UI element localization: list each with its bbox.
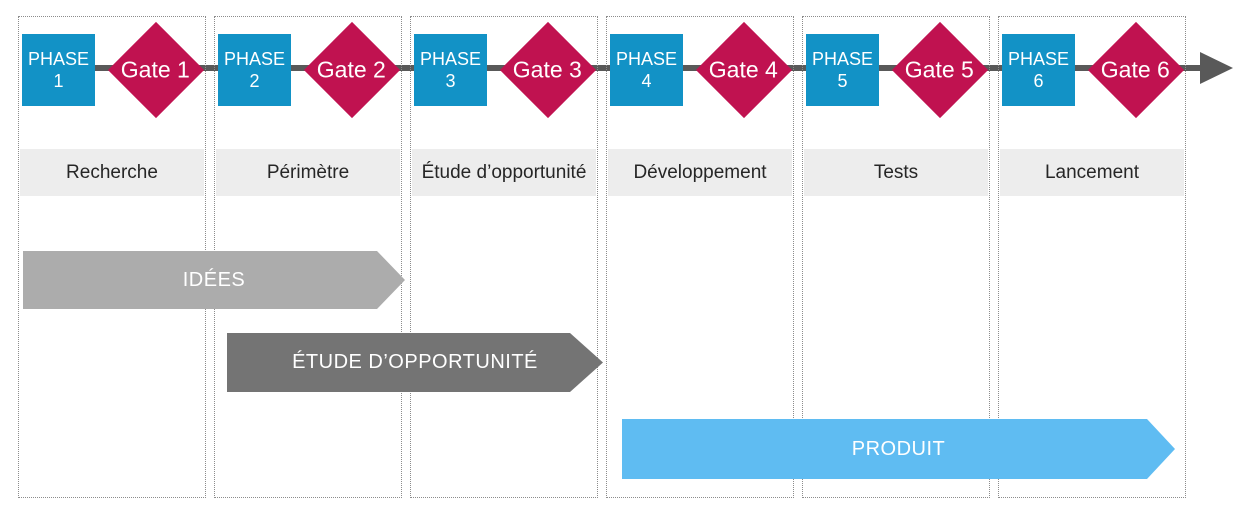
phase-word: PHASE xyxy=(223,49,286,69)
stage-label-band: Tests xyxy=(804,149,988,196)
gate-label: Gate 5 xyxy=(905,56,975,83)
stage-label-band: Développement xyxy=(608,149,792,196)
gate-label: Gate 4 xyxy=(709,56,779,83)
gate-diamond-4: Gate 4 xyxy=(695,21,793,119)
phase-word: PHASE xyxy=(419,49,482,69)
phase-number: 2 xyxy=(249,71,260,91)
gate-label: Gate 6 xyxy=(1101,56,1171,83)
gate-label: Gate 2 xyxy=(317,56,387,83)
flow-arrow-label: IDÉES xyxy=(182,268,246,291)
gate-diamond-5: Gate 5 xyxy=(891,21,989,119)
phase-number: 5 xyxy=(837,71,848,91)
phase-number: 6 xyxy=(1033,71,1044,91)
gate-label: Gate 3 xyxy=(513,56,583,83)
gate-label: Gate 1 xyxy=(121,56,191,83)
phase-box-3: PHASE 3 xyxy=(414,34,487,106)
gate-diamond-3: Gate 3 xyxy=(499,21,597,119)
stage-label: Développement xyxy=(633,161,767,183)
flow-arrow-label: PRODUIT xyxy=(851,437,946,460)
stage-label-band: Étude d’opportunité xyxy=(412,149,596,196)
phase-column-1: PHASE 1 Gate 1 Recherche xyxy=(18,16,206,498)
phase-number: 1 xyxy=(53,71,64,91)
phase-box-1: PHASE 1 xyxy=(22,34,95,106)
flow-arrow-idees: IDÉES xyxy=(23,251,405,309)
phase-word: PHASE xyxy=(1007,49,1070,69)
flow-arrow-label: ÉTUDE D’OPPORTUNITÉ xyxy=(292,351,538,373)
flow-arrow-produit: PRODUIT xyxy=(622,419,1175,479)
flow-arrow-etude-opportunite: ÉTUDE D’OPPORTUNITÉ xyxy=(227,333,603,392)
stage-label: Lancement xyxy=(1044,161,1139,183)
stage-label-band: Périmètre xyxy=(216,149,400,196)
phase-box-4: PHASE 4 xyxy=(610,34,683,106)
gate-diamond-6: Gate 6 xyxy=(1087,21,1185,119)
phase-box-6: PHASE 6 xyxy=(1002,34,1075,106)
phase-column-3: PHASE 3 Gate 3 Étude d’opportunité xyxy=(410,16,598,498)
phase-box-5: PHASE 5 xyxy=(806,34,879,106)
phase-box-2: PHASE 2 xyxy=(218,34,291,106)
gate-diamond-2: Gate 2 xyxy=(303,21,401,119)
gate-diamond-1: Gate 1 xyxy=(107,21,205,119)
stage-label: Recherche xyxy=(66,161,158,183)
stage-label: Périmètre xyxy=(266,161,350,183)
stage-label-band: Recherche xyxy=(20,149,204,196)
stage-label: Tests xyxy=(873,161,919,183)
phase-column-6: PHASE 6 Gate 6 Lancement xyxy=(998,16,1186,498)
stage-label: Étude d’opportunité xyxy=(421,161,587,183)
phase-word: PHASE xyxy=(811,49,874,69)
stage-label-band: Lancement xyxy=(1000,149,1184,196)
timeline-arrowhead-icon xyxy=(1200,52,1233,84)
phase-number: 4 xyxy=(641,71,652,91)
phase-word: PHASE xyxy=(615,49,678,69)
phase-number: 3 xyxy=(445,71,456,91)
phase-column-5: PHASE 5 Gate 5 Tests xyxy=(802,16,990,498)
phase-column-4: PHASE 4 Gate 4 Développement xyxy=(606,16,794,498)
phase-word: PHASE xyxy=(27,49,90,69)
